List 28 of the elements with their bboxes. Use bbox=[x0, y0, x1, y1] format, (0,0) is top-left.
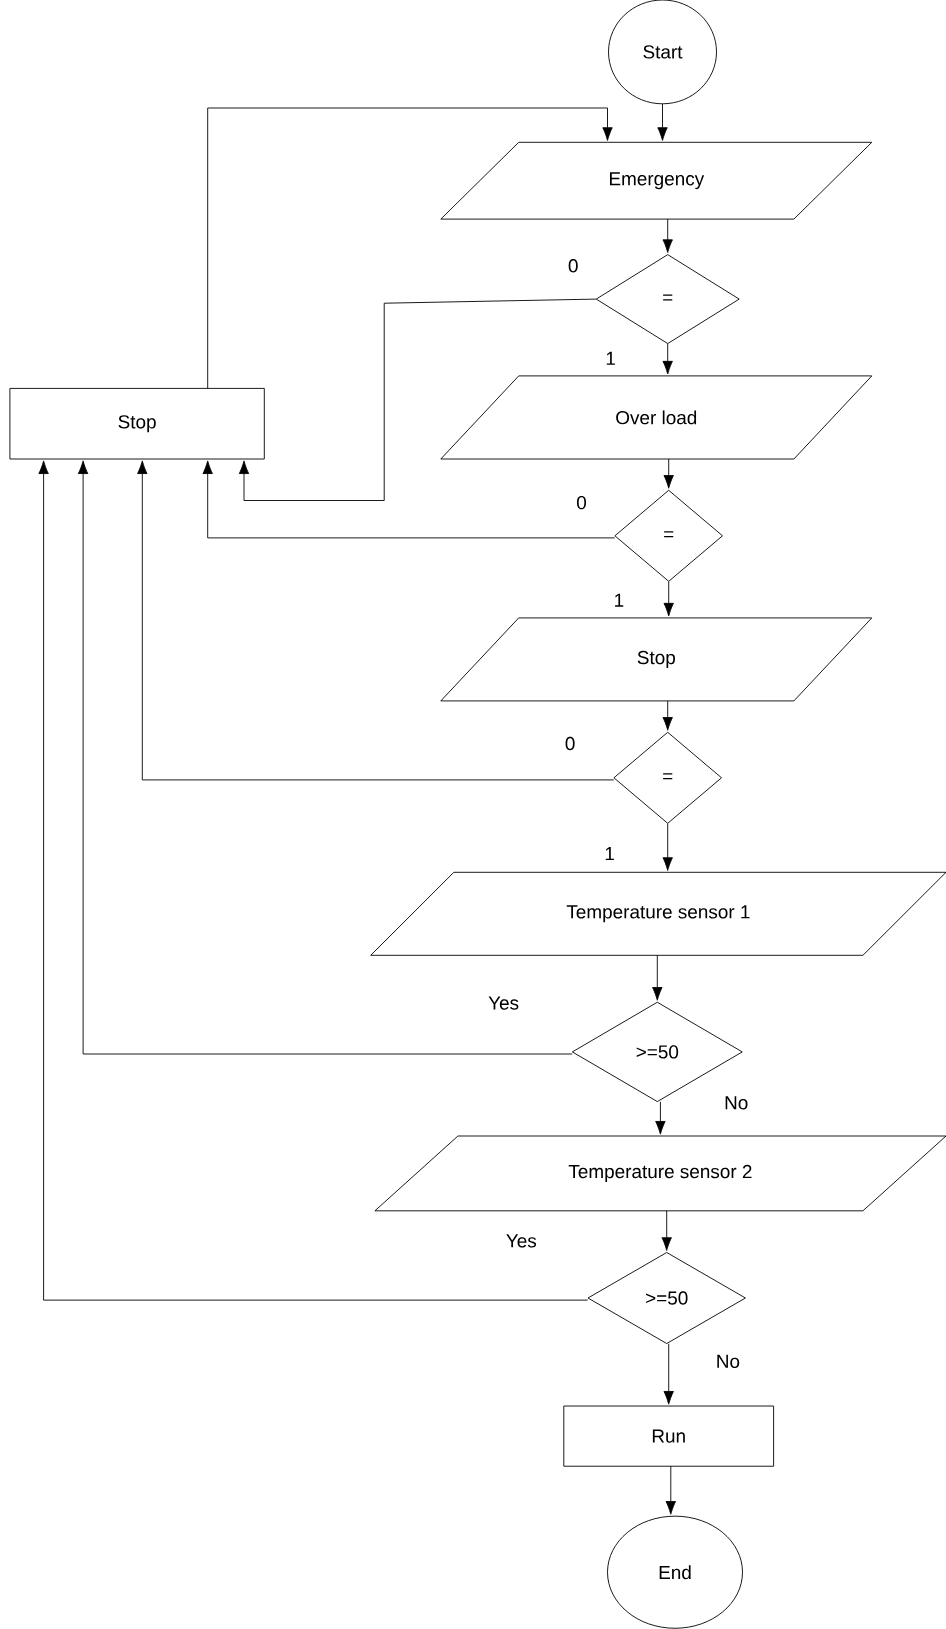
process-box: Run bbox=[563, 1405, 775, 1467]
arrow bbox=[137, 460, 615, 781]
arrow bbox=[661, 1210, 672, 1251]
arrow bbox=[202, 460, 616, 539]
edge-label: Yes bbox=[504, 1233, 538, 1249]
arrow bbox=[662, 700, 673, 731]
arrow bbox=[662, 218, 673, 253]
input-parallelogram: Temperature sensor 2 bbox=[374, 1135, 946, 1212]
arrow bbox=[207, 107, 613, 389]
arrow bbox=[663, 581, 674, 617]
input-parallelogram: Stop bbox=[440, 617, 873, 702]
edge-label: 1 bbox=[603, 846, 616, 862]
process-box: Stop bbox=[9, 387, 265, 460]
arrow bbox=[655, 1101, 666, 1135]
arrow bbox=[665, 1465, 676, 1515]
input-parallelogram: Over load bbox=[440, 375, 873, 460]
input-parallelogram: Emergency bbox=[440, 141, 873, 220]
input-parallelogram: Temperature sensor 1 bbox=[370, 871, 946, 956]
arrow bbox=[663, 458, 674, 489]
terminal-oval: End bbox=[607, 1515, 743, 1629]
arrow bbox=[662, 343, 673, 375]
arrow bbox=[238, 298, 597, 501]
arrow bbox=[77, 460, 573, 1055]
arrow bbox=[663, 1343, 674, 1405]
arrow bbox=[662, 823, 673, 871]
arrow bbox=[652, 954, 663, 1001]
arrow bbox=[38, 460, 589, 1301]
arrow bbox=[657, 103, 668, 141]
